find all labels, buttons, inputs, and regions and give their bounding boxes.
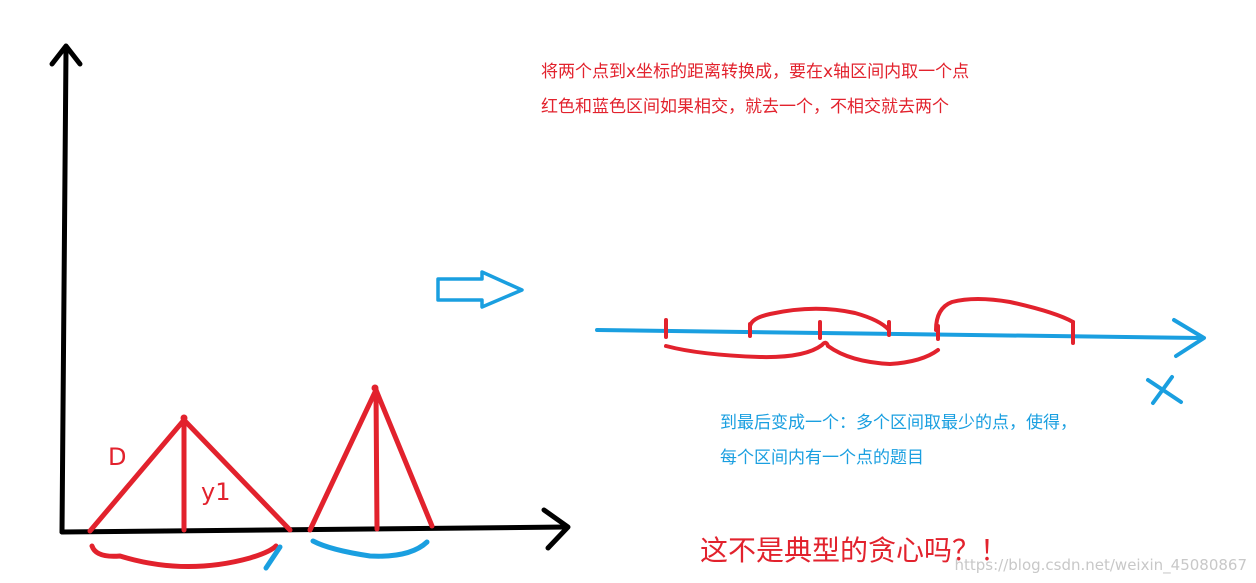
watermark: https://blog.csdn.net/weixin_45080867 [954, 556, 1247, 575]
left-axes [49, 43, 571, 551]
label-distance: D [108, 443, 126, 471]
x-mark-stroke-1 [1146, 378, 1183, 404]
triangle-1-apex-dot [180, 414, 188, 422]
x-number-line [595, 328, 1202, 340]
x-axis-mark-icon [1146, 375, 1183, 405]
triangle-2-apex-dot [371, 384, 379, 392]
triangle-2-height [373, 387, 380, 532]
triangle-2-right-side [373, 387, 435, 529]
right-interval-arcs [664, 297, 1075, 366]
interval-arc-top-2 [934, 297, 1075, 332]
x-axis-arrowhead [541, 507, 571, 551]
triangle-1-left-side [87, 417, 187, 534]
note-red-line-1: 将两个点到x坐标的距离转换成，要在x轴区间内取一个点 [541, 62, 969, 82]
interval-arc-bottom-1 [664, 340, 830, 360]
right-number-line [595, 318, 1206, 358]
interval-arc-bottom-2 [826, 344, 940, 366]
triangle-1 [87, 414, 293, 534]
note-red-line-2: 红色和蓝色区间如果相交，就去一个，不相交就去两个 [541, 97, 949, 117]
closing-remark: 这不是典型的贪心吗？！ [700, 534, 1008, 567]
x-axis-line [59, 524, 569, 535]
note-blue-line-1: 到最后变成一个：多个区间取最少的点，使得， [720, 412, 1077, 433]
y-axis-arrowhead [49, 43, 83, 67]
red-interval-brace [89, 543, 279, 569]
blue-interval-brace [310, 538, 430, 559]
triangle-1-right-side [181, 417, 293, 533]
triangle-2 [307, 384, 435, 533]
label-height: y1 [201, 478, 230, 506]
x-number-line-arrowhead [1172, 318, 1206, 358]
triangle-2-left-side [307, 387, 379, 533]
transform-arrow [436, 270, 524, 309]
red-interval-tail-blue [263, 544, 283, 571]
x-mark-stroke-2 [1151, 375, 1174, 405]
interval-arc-top-1 [748, 306, 891, 332]
left-interval-braces [89, 538, 430, 571]
y-axis-line [59, 47, 69, 535]
note-blue-line-2: 每个区间内有一个点的题目 [720, 448, 924, 468]
